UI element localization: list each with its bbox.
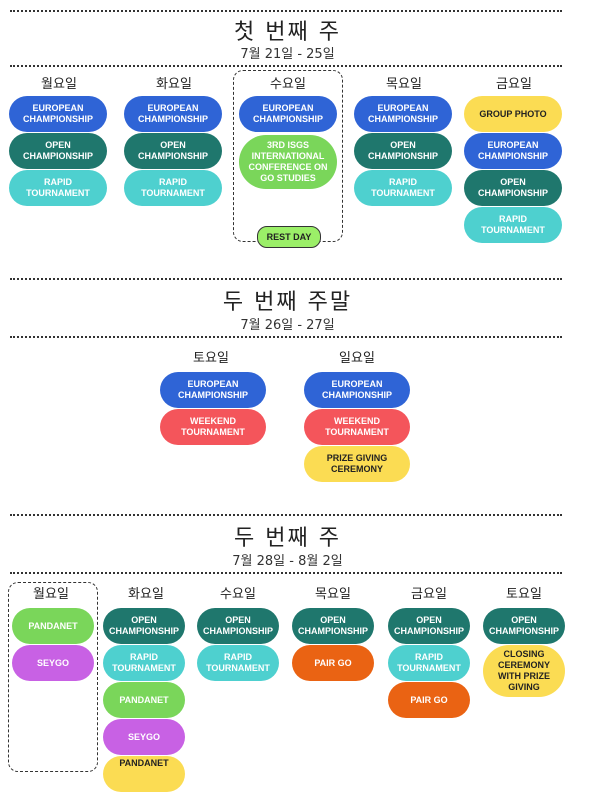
day-label-tuesday: 화요일 (156, 77, 192, 92)
event-isgs-conference: 3RD ISGS INTERNATIONAL CONFERENCE ON GO … (239, 135, 337, 189)
event-european-championship: EUROPEAN CHAMPIONSHIP (124, 96, 222, 132)
divider (10, 278, 562, 280)
day-label-friday: 금요일 (496, 77, 532, 92)
divider (10, 10, 562, 12)
event-seygo: SEYGO (103, 719, 185, 755)
event-european-championship: EUROPEAN CHAMPIONSHIP (304, 372, 410, 408)
event-open-championship: OPEN CHAMPIONSHIP (388, 608, 470, 644)
rest-day-badge: REST DAY (257, 226, 321, 248)
day-label-tuesday: 화요일 (128, 587, 164, 602)
event-pair-go: PAIR GO (388, 682, 470, 718)
event-rapid-tournament: RAPID TOURNAMENT (103, 645, 185, 681)
event-rapid-tournament: RAPID TOURNAMENT (388, 645, 470, 681)
event-rapid-tournament: RAPID TOURNAMENT (9, 170, 107, 206)
week1-title: 첫 번째 주 (234, 20, 341, 45)
event-rapid-tournament: RAPID TOURNAMENT (197, 645, 279, 681)
week2-dates: 7월 28일 - 8월 2일 (232, 554, 343, 569)
week1-dates: 7월 21일 - 25일 (240, 47, 335, 62)
event-seygo: SEYGO (12, 645, 94, 681)
weekend-title: 두 번째 주말 (222, 290, 353, 315)
day-label-thursday: 목요일 (315, 587, 351, 602)
event-open-championship: OPEN CHAMPIONSHIP (354, 133, 452, 169)
day-label-friday: 금요일 (411, 587, 447, 602)
day-label-monday: 월요일 (41, 77, 77, 92)
event-open-championship: OPEN CHAMPIONSHIP (124, 133, 222, 169)
day-label-monday: 월요일 (33, 587, 69, 602)
week2-title: 두 번째 주 (234, 526, 341, 551)
day-label-wednesday: 수요일 (270, 77, 306, 92)
divider (10, 65, 562, 67)
event-pandanet: PANDANET (12, 608, 94, 644)
event-weekend-tournament: WEEKEND TOURNAMENT (160, 409, 266, 445)
day-label-thursday: 목요일 (386, 77, 422, 92)
event-european-championship: EUROPEAN CHAMPIONSHIP (239, 96, 337, 132)
divider (10, 336, 562, 338)
event-pandanet: PANDANET (103, 756, 185, 792)
event-open-championship: OPEN CHAMPIONSHIP (197, 608, 279, 644)
day-label-saturday: 토요일 (506, 587, 542, 602)
divider (10, 572, 562, 574)
day-label-saturday: 토요일 (193, 351, 229, 366)
event-weekend-tournament: WEEKEND TOURNAMENT (304, 409, 410, 445)
divider (10, 514, 562, 516)
event-prize-giving-ceremony: PRIZE GIVING CEREMONY (304, 446, 410, 482)
event-european-championship: EUROPEAN CHAMPIONSHIP (9, 96, 107, 132)
event-closing-ceremony: CLOSING CEREMONY WITH PRIZE GIVING (483, 645, 565, 697)
event-european-championship: EUROPEAN CHAMPIONSHIP (354, 96, 452, 132)
event-open-championship: OPEN CHAMPIONSHIP (483, 608, 565, 644)
event-rapid-tournament: RAPID TOURNAMENT (464, 207, 562, 243)
event-pandanet: PANDANET (103, 682, 185, 718)
day-label-sunday: 일요일 (339, 351, 375, 366)
event-european-championship: EUROPEAN CHAMPIONSHIP (464, 133, 562, 169)
event-open-championship: OPEN CHAMPIONSHIP (103, 608, 185, 644)
event-open-championship: OPEN CHAMPIONSHIP (9, 133, 107, 169)
event-pair-go: PAIR GO (292, 645, 374, 681)
day-label-wednesday: 수요일 (220, 587, 256, 602)
event-rapid-tournament: RAPID TOURNAMENT (124, 170, 222, 206)
event-open-championship: OPEN CHAMPIONSHIP (464, 170, 562, 206)
event-group-photo: GROUP PHOTO (464, 96, 562, 132)
event-open-championship: OPEN CHAMPIONSHIP (292, 608, 374, 644)
event-rapid-tournament: RAPID TOURNAMENT (354, 170, 452, 206)
event-european-championship: EUROPEAN CHAMPIONSHIP (160, 372, 266, 408)
weekend-dates: 7월 26일 - 27일 (240, 318, 335, 333)
